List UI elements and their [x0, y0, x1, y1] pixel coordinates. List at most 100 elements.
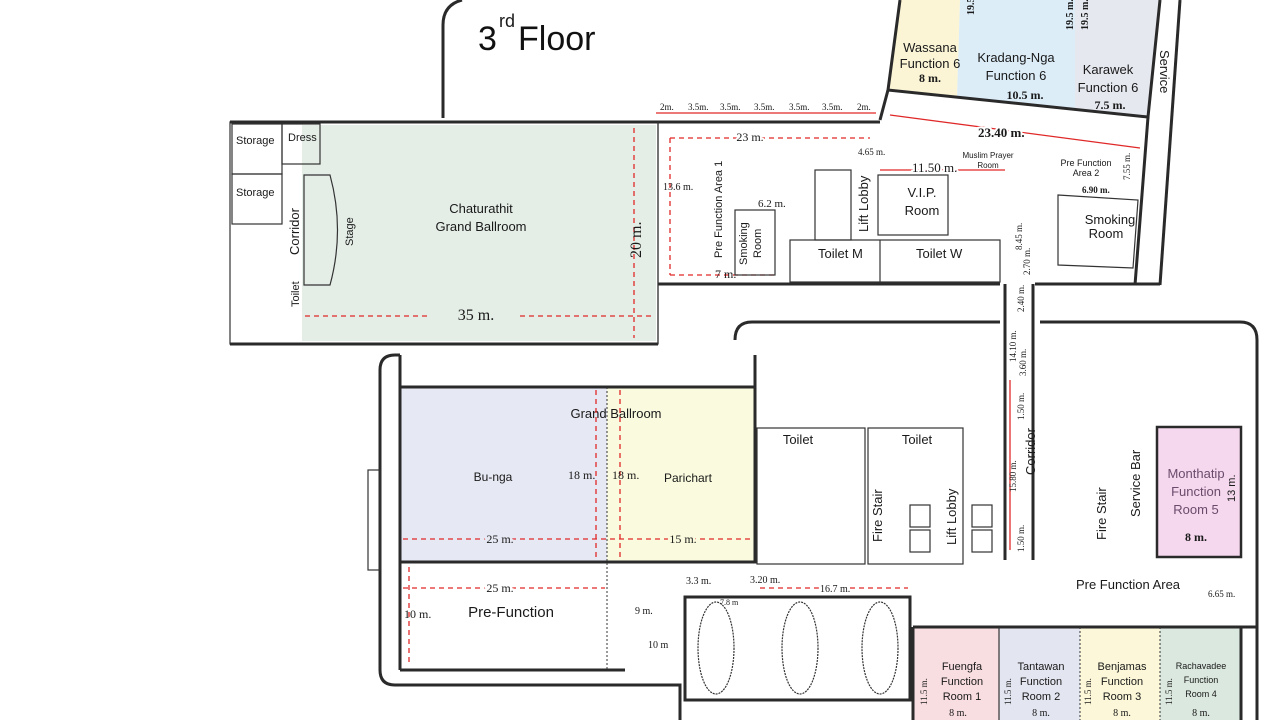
service-label: Service	[1157, 50, 1172, 93]
dim-195-a: 19.5	[966, 0, 977, 15]
dim-167: 16.7 m.	[820, 584, 850, 595]
dim-195-c: 19.5 m.	[1080, 0, 1091, 30]
dim-755: 7.55 m.	[1122, 153, 1132, 180]
tantawan-room[interactable]	[999, 627, 1080, 720]
benjamas-label-3: Room 3	[1103, 691, 1142, 703]
dim-35-b: 3.5m.	[720, 102, 741, 112]
ballroom-height-dim-1: 18 m.	[568, 468, 595, 482]
room2-height-dim: 11.5 m.	[1003, 678, 1013, 705]
dim-78: 7.8 m	[720, 598, 739, 607]
lift-lobby-bottom-label: Lift Lobby	[944, 488, 959, 545]
bunga-label: Bu-nga	[474, 470, 513, 484]
benjamas-label-1: Benjamas	[1098, 661, 1147, 673]
dim-195-b: 19.5 m.	[1065, 0, 1076, 30]
prefunction-height-dim: 10 m.	[404, 607, 431, 621]
connector-line	[441, 0, 463, 118]
dim-35-a: 3.5m.	[688, 102, 709, 112]
monthatip-label-1: Monthatip	[1167, 466, 1224, 481]
parichart-width-dim: 15 m.	[669, 532, 696, 546]
fuengfa-label-3: Room 1	[943, 691, 982, 703]
dress-label: Dress	[288, 132, 317, 144]
tantawan-label-3: Room 2	[1022, 691, 1061, 703]
room2-width-dim: 8 m.	[1032, 708, 1050, 719]
smoking-room-1-label-b: Room	[752, 229, 764, 258]
dim-1150: 11.50 m.	[912, 160, 957, 175]
dim-2m-b: 2m.	[857, 102, 871, 112]
core-rooms	[789, 169, 1001, 283]
lift-lobby-top-label: Lift Lobby	[856, 175, 871, 232]
pf1-bottom-dim: 7 m.	[715, 267, 736, 281]
service-bar-label: Service Bar	[1128, 449, 1143, 517]
dim-320: 3.20 m.	[750, 575, 780, 586]
toilet-left-label: Toilet	[290, 281, 302, 307]
toilet-w-label: Toilet W	[916, 246, 963, 261]
monthatip-room[interactable]	[1155, 425, 1243, 559]
tantawan-label-1: Tantawan	[1017, 661, 1064, 673]
bunga-room[interactable]	[400, 387, 607, 562]
dim-665: 6.65 m.	[1208, 589, 1235, 599]
monthatip-width-dim: 8 m.	[1185, 530, 1207, 544]
parichart-room[interactable]	[607, 387, 755, 562]
rachavadee-room[interactable]	[1160, 627, 1241, 720]
monthatip-label-3: Room 5	[1173, 502, 1219, 517]
dim-360: 3.60 m.	[1018, 349, 1028, 376]
muslim-prayer-label-1: Muslim Prayer	[962, 151, 1013, 160]
floor-title-sup: rd	[499, 11, 515, 31]
monthatip-height-dim: 13 m.	[1226, 474, 1238, 502]
tantawan-label-2: Function	[1020, 676, 1062, 688]
vip-label-2: Room	[905, 203, 940, 218]
wassana-room[interactable]	[888, 0, 960, 97]
grand-ballroom-label: Grand Ballroom	[570, 406, 661, 421]
floor-title-number: 3	[478, 20, 497, 58]
dim-845: 8.45 m.	[1014, 223, 1024, 250]
toilet-m-label: Toilet M	[818, 246, 863, 261]
dim-270: 2.70 m.	[1022, 248, 1032, 275]
fuengfa-label-1: Fuengfa	[942, 661, 983, 673]
karawek-room[interactable]	[1075, 0, 1160, 117]
wassana-width-dim: 8 m.	[919, 71, 941, 85]
dim-35-c: 3.5m.	[754, 102, 775, 112]
room3-height-dim: 11.5 m.	[1083, 678, 1093, 705]
fuengfa-label-2: Function	[941, 676, 983, 688]
smoking-room-1-label-a: Smoking	[738, 222, 750, 265]
muslim-prayer-label-2: Room	[977, 161, 999, 170]
benjamas-room[interactable]	[1080, 627, 1160, 720]
karawek-label-1: Karawek	[1083, 62, 1134, 77]
pf1-height-dim: 13.6 m.	[663, 182, 693, 193]
dim-1580: 15.80 m.	[1008, 460, 1018, 492]
fuengfa-room[interactable]	[913, 627, 999, 720]
chaturathit-ballroom[interactable]	[302, 125, 656, 341]
floor-title-word: Floor	[518, 20, 595, 58]
stage-label: Stage	[344, 217, 356, 246]
kradang-label-1: Kradang-Nga	[977, 50, 1055, 65]
dim-9: 9 m.	[635, 606, 653, 617]
rachavadee-label-1: Rachavadee	[1176, 661, 1227, 671]
top-segment-dims: 2m. 3.5m. 3.5m. 3.5m. 3.5m. 3.5m. 2m.	[656, 102, 876, 114]
room1-height-dim: 11.5 m.	[919, 678, 929, 705]
dim-33: 3.3 m.	[686, 576, 711, 587]
dim-2m-a: 2m.	[660, 102, 674, 112]
corridor-left-label: Corridor	[287, 207, 302, 255]
dim-10: 10 m	[648, 640, 669, 651]
kradang-nga-room[interactable]	[957, 0, 1075, 108]
dim-465: 4.65 m.	[858, 147, 885, 157]
karawek-label-2: Function 6	[1078, 80, 1139, 95]
kradang-label-2: Function 6	[986, 68, 1047, 83]
ballroom-height-dim-2: 18 m.	[612, 468, 639, 482]
dim-150-b: 1.50 m.	[1016, 525, 1026, 552]
parichart-label: Parichart	[664, 471, 713, 485]
chaturathit-block	[229, 120, 1160, 346]
pf-area-2-label-b: Area 2	[1073, 168, 1100, 178]
dim-2340: 23.40 m.	[978, 125, 1025, 140]
corridor-right-label: Corridor	[1023, 427, 1038, 475]
room4-width-dim: 8 m.	[1192, 708, 1210, 719]
karawek-width-dim: 7.5 m.	[1095, 98, 1126, 112]
fire-stair-2-label: Fire Stair	[1094, 487, 1109, 540]
room3-width-dim: 8 m.	[1113, 708, 1131, 719]
stage	[303, 174, 339, 286]
dim-240: 2.40 m.	[1016, 285, 1026, 312]
bunga-width-dim: 25 m.	[486, 532, 513, 546]
benjamas-label-2: Function	[1101, 676, 1143, 688]
rachavadee-label-3: Room 4	[1185, 689, 1217, 699]
